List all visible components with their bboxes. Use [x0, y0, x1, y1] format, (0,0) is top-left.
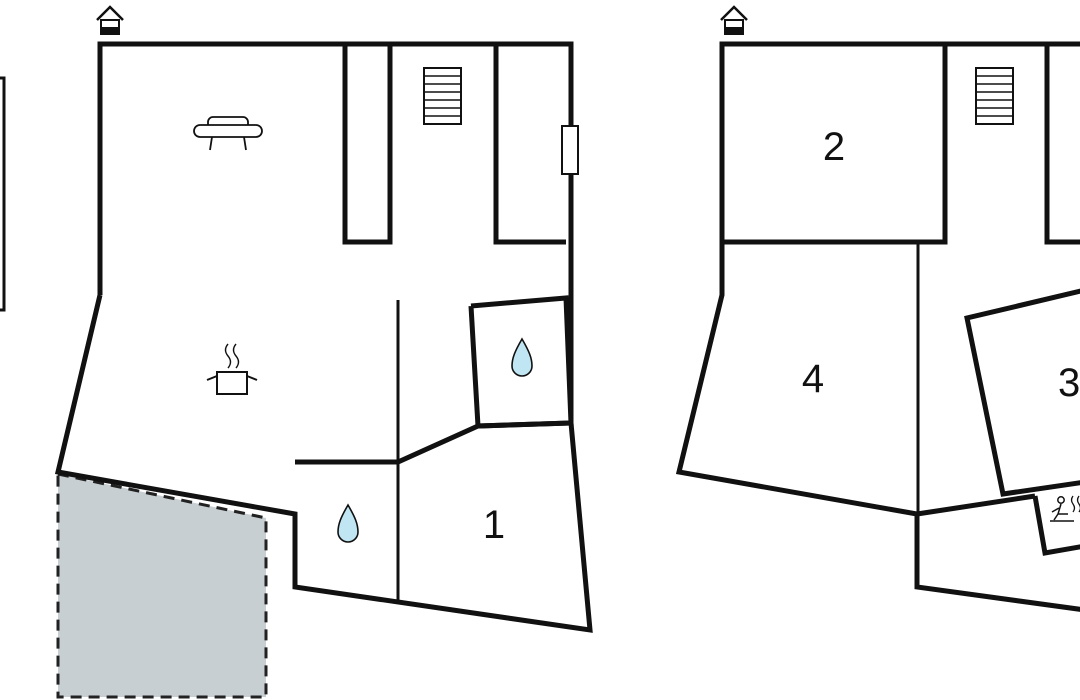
entrance-icon: [720, 5, 748, 35]
sauna-icon: [1050, 495, 1080, 522]
room-number-1: 1: [483, 503, 505, 547]
cooking-pot-icon: [206, 343, 258, 395]
room-number-4: 4: [802, 357, 824, 401]
upper-interior-walls: [722, 44, 1080, 556]
sofa-icon: [193, 116, 263, 151]
stairs-icon: [975, 67, 1014, 125]
stairs-icon: [423, 67, 462, 125]
ground-floor-plan: 1: [54, 5, 593, 699]
partial-window-left: [0, 76, 6, 312]
terrace-area: [56, 472, 268, 699]
upper-outer-walls: [675, 41, 1080, 612]
water-drop-icon: [337, 503, 359, 543]
entrance-icon: [96, 5, 124, 35]
room-number-2: 2: [823, 125, 845, 169]
water-drop-icon: [511, 337, 533, 377]
upper-floor-plan: 2 4 3: [675, 5, 1080, 612]
outer-walls: [54, 41, 593, 633]
interior-walls: [295, 44, 574, 600]
door-icon: [561, 125, 579, 175]
room-number-3: 3: [1058, 361, 1080, 405]
